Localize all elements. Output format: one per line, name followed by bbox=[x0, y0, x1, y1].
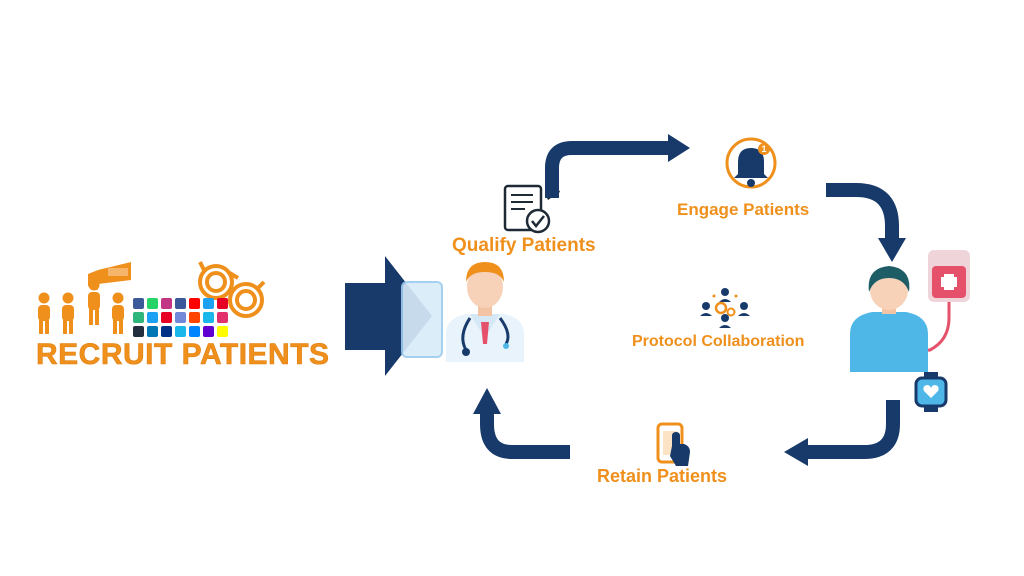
recruit-patients-title: RECRUIT PATIENTS bbox=[36, 338, 330, 372]
engage-patients-label: Engage Patients bbox=[677, 200, 810, 219]
binoculars-icon bbox=[198, 261, 266, 318]
qualify-patients-label: Qualify Patients bbox=[452, 235, 596, 256]
arrow-retain-to-qualify bbox=[473, 388, 570, 459]
notification-count: 1 bbox=[761, 144, 766, 154]
social-media-icons-grid bbox=[133, 298, 228, 337]
arrow-qualify-to-engage bbox=[545, 134, 690, 198]
arrow-engage-to-patient bbox=[826, 183, 906, 262]
retain-patients-label: Retain Patients bbox=[597, 466, 728, 486]
recruit-illustration bbox=[38, 261, 266, 337]
patient-icon bbox=[850, 250, 970, 412]
megaphone-icon bbox=[88, 262, 131, 290]
doctor-icon bbox=[401, 262, 524, 362]
phone-tap-hand-icon bbox=[656, 422, 690, 466]
notification-bell-icon: 1 bbox=[725, 137, 777, 189]
people-icon bbox=[38, 279, 124, 334]
arrow-patient-to-retain bbox=[784, 400, 900, 466]
entry-arrow bbox=[345, 256, 432, 376]
team-collaboration-gears-icon bbox=[700, 288, 750, 328]
protocol-collaboration-label: Protocol Collaboration bbox=[632, 333, 805, 350]
